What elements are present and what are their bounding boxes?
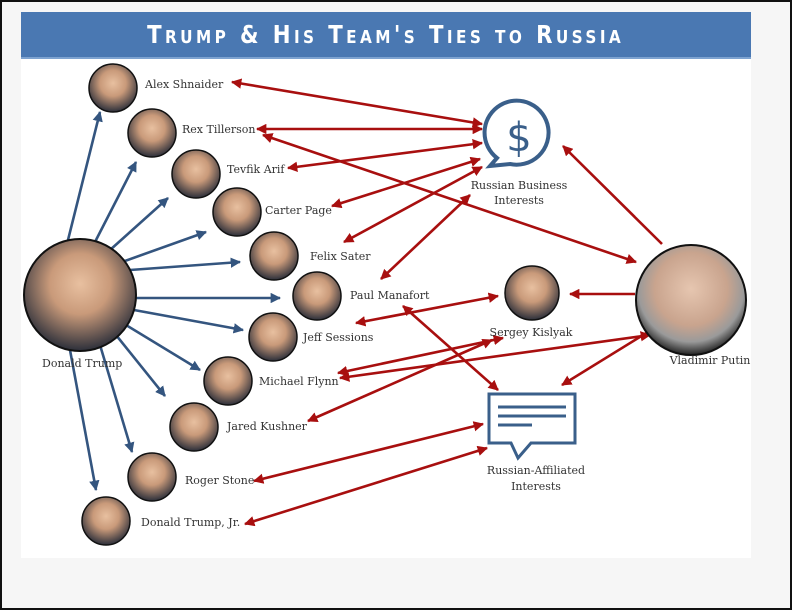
portrait-photo (127, 452, 177, 502)
person-tillerson: Rex Tillerson (127, 108, 256, 158)
russian-affiliated-interests: Russian-Affiliated Interests (487, 392, 585, 493)
portrait-photo (249, 231, 299, 281)
person-name: Paul Manafort (350, 289, 430, 302)
portrait-photo (292, 271, 342, 321)
portrait-photo (504, 265, 560, 321)
team-arrow (68, 349, 100, 492)
title-bar: Trump & His Team's Ties to Russia (21, 12, 751, 59)
person-name: Michael Flynn (259, 375, 339, 388)
russia-tie-arrow (354, 292, 500, 327)
svg-text:$: $ (506, 115, 531, 161)
person-name: Jared Kushner (226, 420, 308, 433)
person-stone: Roger Stone (127, 452, 254, 502)
business-label-line1: Russian Business (471, 179, 568, 192)
person-name: Felix Sater (310, 250, 371, 263)
portrait-photo (127, 108, 177, 158)
team-arrow (114, 334, 167, 397)
person-page: Carter Page (212, 187, 332, 237)
person-putin: Vladimir Putin (635, 244, 751, 367)
portrait-photo (169, 402, 219, 452)
person-shnaider: Alex Shnaider (88, 63, 224, 113)
team-arrow (66, 110, 103, 241)
person-name: Vladimir Putin (669, 354, 751, 367)
person-manafort: Paul Manafort (292, 271, 430, 321)
team-arrow (129, 257, 242, 272)
person-name: Donald Trump, Jr. (141, 516, 240, 529)
affiliated-label-line2: Interests (511, 480, 561, 493)
person-name: Sergey Kislyak (490, 326, 573, 339)
team-arrow (125, 323, 201, 372)
person-name: Donald Trump (42, 357, 122, 370)
russia-tie-arrow (262, 133, 637, 264)
person-trump: Donald Trump (23, 238, 137, 370)
portrait-photo (248, 312, 298, 362)
person-sessions: Jeff Sessions (248, 312, 374, 362)
person-name: Carter Page (265, 204, 332, 217)
person-name: Rex Tillerson (182, 123, 256, 136)
portrait-photo (23, 238, 137, 352)
infographic: Trump & His Team's Ties to Russia Donald… (21, 12, 751, 558)
person-trumpjr: Donald Trump, Jr. (81, 496, 240, 546)
affiliated-label-line1: Russian-Affiliated (487, 464, 585, 477)
russian-business-interests: $ Russian Business Interests (471, 98, 568, 207)
portrait-photo (88, 63, 138, 113)
person-name: Jeff Sessions (302, 331, 374, 344)
russia-tie-arrow (230, 78, 484, 128)
russia-tie-arrow (307, 338, 493, 423)
russia-tie-arrow (562, 145, 663, 245)
business-label-line2: Interests (494, 194, 544, 207)
person-kushner: Jared Kushner (169, 402, 308, 452)
team-arrow (109, 197, 169, 251)
dollar-speech-bubble-icon: $ (482, 98, 551, 169)
portrait-photo (171, 149, 221, 199)
russia-tie-arrow (286, 139, 484, 172)
russia-tie-arrow (561, 330, 649, 387)
person-kislyak: Sergey Kislyak (490, 265, 573, 339)
team-arrow (121, 230, 207, 264)
team-arrow (93, 161, 138, 243)
portrait-photo (212, 187, 262, 237)
portrait-photo (635, 244, 747, 356)
person-name: Roger Stone (185, 474, 254, 487)
team-arrow (98, 344, 135, 453)
russia-tie-arrow (338, 331, 652, 382)
person-flynn: Michael Flynn (203, 356, 339, 406)
page-title: Trump & His Team's Ties to Russia (147, 20, 625, 49)
team-arrow (133, 308, 245, 334)
portrait-photo (203, 356, 253, 406)
message-bubble-icon (487, 392, 577, 461)
person-name: Alex Shnaider (144, 78, 224, 91)
person-arif: Tevfik Arif (171, 149, 285, 199)
russia-tie-arrow (380, 194, 471, 280)
person-sater: Felix Sater (249, 231, 371, 281)
portrait-photo (81, 496, 131, 546)
russia-tie-arrow (244, 445, 488, 527)
person-name: Tevfik Arif (227, 163, 285, 176)
